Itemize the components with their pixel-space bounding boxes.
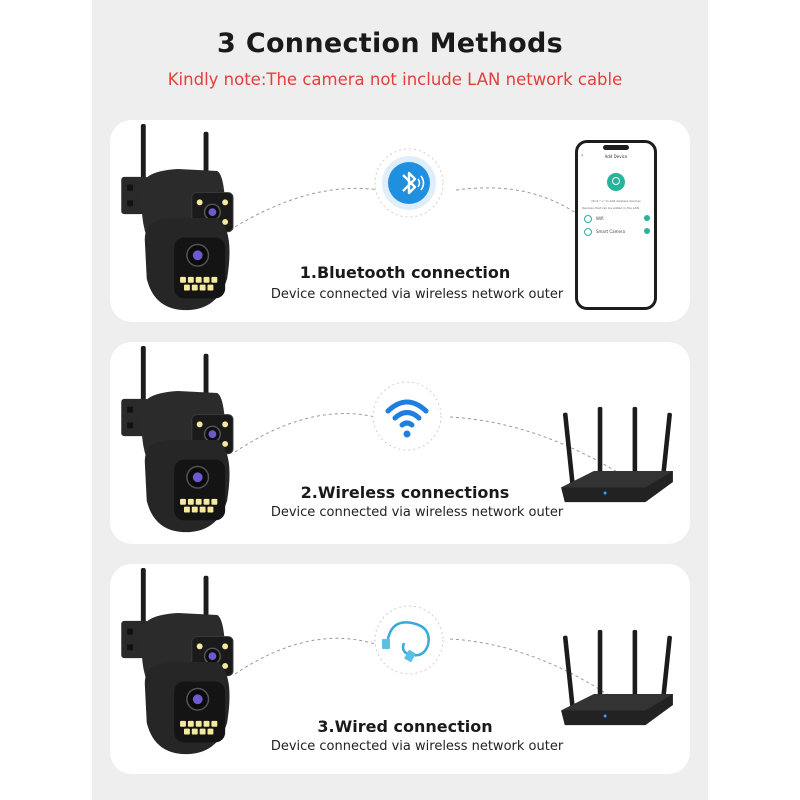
phone-header: Add Device: [604, 154, 628, 159]
phone-row-chevron-icon: [644, 215, 650, 221]
method-description: Device connected via wireless network ou…: [270, 287, 564, 302]
phone-sub: Devices that can be added in the LAN: [582, 206, 639, 210]
page-title: 3 Connection Methods: [217, 28, 563, 59]
lan-cable-icon: [374, 605, 444, 675]
phone-hint: Click "+" to add wireless devices: [591, 199, 641, 203]
wifi-icon: [372, 381, 442, 451]
method-title: 3.Wired connection: [317, 717, 493, 736]
phone-row-label: Smart Camera: [596, 229, 626, 234]
connection-dashes: [234, 413, 631, 481]
method-title: 2.Wireless connections: [300, 483, 510, 502]
connection-dashes: [229, 187, 581, 231]
phone-back-icon: ‹: [581, 152, 584, 159]
phone-row-wifi[interactable]: Wifi: [584, 214, 650, 224]
bluetooth-icon: [374, 148, 444, 218]
method-description: Device connected via wireless network ou…: [270, 505, 564, 520]
method-description: Device connected via wireless network ou…: [270, 739, 564, 754]
phone-search-icon: [607, 173, 625, 191]
phone-row-chevron-icon: [644, 228, 650, 234]
phone-row-icon: [584, 215, 592, 223]
phone-notch: [603, 145, 629, 150]
smartphone-image: Add Device ‹ Click "+" to add wireless d…: [575, 140, 657, 310]
router-image: [552, 405, 682, 515]
phone-row-icon: [584, 228, 592, 236]
method-title: 1.Bluetooth connection: [299, 263, 511, 282]
kindly-note: Kindly note:The camera not include LAN n…: [167, 70, 623, 89]
phone-row-label: Wifi: [596, 216, 604, 221]
router-image: [552, 628, 682, 738]
phone-row-camera[interactable]: Smart Camera: [584, 227, 650, 237]
